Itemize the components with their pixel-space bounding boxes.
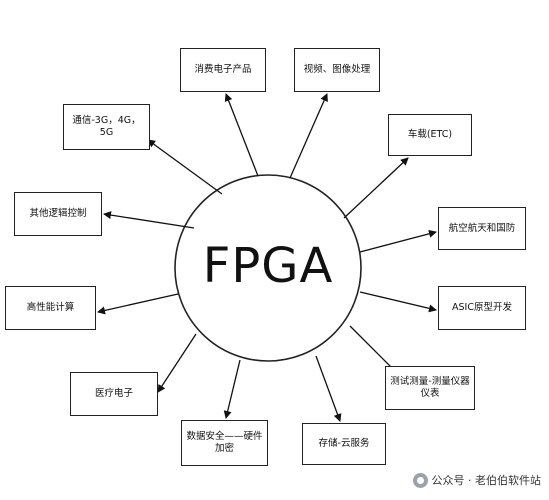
wechat-icon	[412, 472, 428, 488]
center-circle	[174, 174, 362, 362]
node-storage-cloud: 存储-云服务	[302, 423, 386, 465]
node-asic-prototyping: ASIC原型开发	[438, 286, 526, 330]
watermark-text: 公众号 · 老伯伯软件站	[431, 474, 542, 487]
node-consumer-electronics: 消费电子产品	[180, 48, 266, 92]
node-test-measurement: 测试测量-测量仪器仪表	[385, 366, 475, 410]
node-label: 车载(ETC)	[407, 129, 453, 140]
arrow-to-storage	[315, 355, 342, 422]
arrow-to-logic	[103, 211, 195, 229]
node-label: 数据安全——硬件加密	[186, 431, 263, 454]
arrow-to-hpc	[97, 293, 179, 315]
node-label: 航空航天和国防	[448, 222, 516, 234]
node-medical-electronics: 医疗电子	[70, 372, 158, 416]
node-label: 通信-3G，4G，5G	[72, 115, 141, 138]
node-video-image-processing: 视频、图像处理	[294, 48, 380, 92]
node-high-performance-computing: 高性能计算	[5, 286, 96, 330]
center-label: FPGA	[202, 238, 334, 294]
arrow-to-security	[223, 359, 241, 419]
node-label: 其他逻辑控制	[29, 208, 87, 219]
arrow-to-video	[289, 93, 328, 179]
node-label: 视频、图像处理	[303, 64, 371, 75]
arrow-to-aerospace	[359, 229, 437, 253]
watermark: 公众号 · 老伯伯软件站	[412, 472, 542, 488]
node-vehicle-etc: 车载(ETC)	[388, 114, 472, 156]
arrow-to-asic	[359, 291, 437, 313]
node-label: 高性能计算	[26, 302, 75, 313]
arrow-to-vehicle	[343, 157, 409, 219]
node-other-logic-control: 其他逻辑控制	[14, 192, 102, 236]
node-label: 消费电子产品	[194, 64, 252, 75]
node-label: ASIC原型开发	[452, 302, 512, 313]
node-label: 医疗电子	[94, 388, 133, 399]
arrow-to-telecom	[147, 139, 223, 195]
arrow-to-consumer	[224, 93, 259, 177]
node-aerospace-defense: 航空航天和国防	[438, 207, 526, 250]
node-telecom: 通信-3G，4G，5G	[63, 104, 150, 150]
arrow-to-medical	[157, 333, 197, 393]
node-data-security: 数据安全——硬件加密	[181, 420, 268, 466]
node-label: 存储-云服务	[318, 438, 370, 449]
node-label: 测试测量-测量仪器仪表	[390, 376, 470, 399]
